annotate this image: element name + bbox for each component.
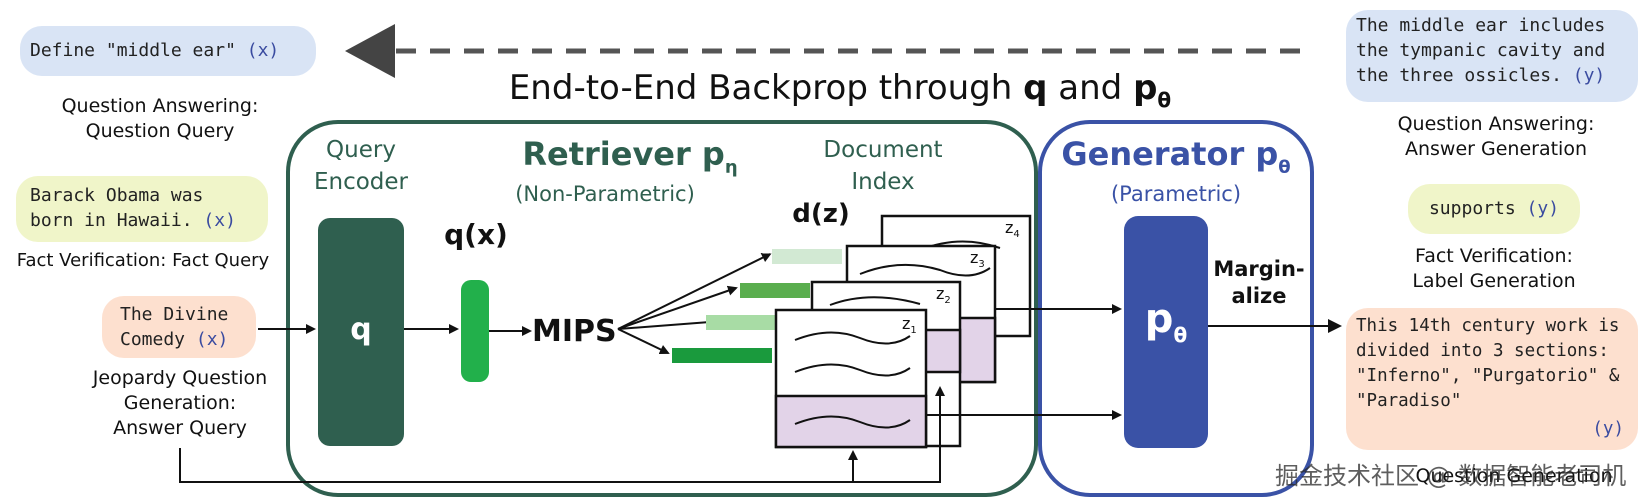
- generator-subtitle: (Parametric): [1110, 182, 1242, 206]
- output-caption-fv: Fact Verification: Label Generation: [1412, 245, 1576, 292]
- doc-label-z3-sub: 3: [978, 259, 985, 271]
- doc-embedding-bar-2: [706, 315, 776, 330]
- mips-arrow-4: [617, 328, 670, 355]
- doc-label-z3-text: z: [970, 248, 979, 267]
- input-text-jeopardy: The Divine Comedy: [120, 304, 229, 350]
- query-encoder-q: q: [350, 312, 372, 347]
- output-var-qgen: (y): [1592, 419, 1624, 439]
- mips-label: MIPS: [532, 314, 617, 349]
- backprop-title-and: and: [1047, 68, 1134, 108]
- input-feedback-line: [179, 386, 945, 483]
- input-caption-fv: Fact Verification: Fact Query: [16, 250, 270, 271]
- generator-title-sub: θ: [1278, 157, 1291, 178]
- marginalize-label: Margin- alize: [1213, 257, 1305, 308]
- document-z1: [774, 308, 928, 449]
- doc-embedding-bar-4: [772, 249, 842, 264]
- output-text-qa: The middle ear includes the tympanic cav…: [1356, 15, 1606, 86]
- query-encoder-block: [318, 218, 404, 446]
- doc-label-z2-text: z: [936, 284, 945, 303]
- input-caption-jeopardy: Jeopardy Question Generation: Answer Que…: [92, 367, 268, 439]
- backprop-title-theta: θ: [1157, 88, 1172, 112]
- output-bubble-qgen: This 14th century work is divided into 3…: [1346, 308, 1638, 450]
- input-text-qa: Define "middle ear": [30, 40, 247, 61]
- generator-block: [1124, 216, 1208, 448]
- input-var-jeopardy: (x): [195, 329, 229, 350]
- backprop-title: End-to-End Backprop through q and pθ: [480, 68, 1200, 112]
- generator-p-text: p: [1144, 296, 1174, 342]
- doc-label-z4-text: z: [1005, 218, 1014, 237]
- output-text-qgen: This 14th century work is divided into 3…: [1356, 316, 1620, 411]
- backprop-title-prefix: End-to-End Backprop through: [508, 68, 1024, 108]
- retriever-title-text: Retriever p: [522, 135, 725, 173]
- backprop-title-p: p: [1133, 68, 1158, 108]
- input-bubble-fv: Barack Obama was born in Hawaii. (x): [16, 176, 268, 242]
- output-var-qa: (y): [1572, 65, 1606, 86]
- watermark: 掘金技术社区 @ 数据智能老司机: [1275, 462, 1627, 490]
- doc-label-z2-sub: 2: [944, 295, 951, 307]
- input-bubble-jeopardy: The Divine Comedy (x): [102, 296, 256, 358]
- dz-label: d(z): [792, 199, 850, 229]
- backprop-title-q: q: [1023, 68, 1048, 108]
- input-caption-qa: Question Answering: Question Query: [61, 95, 259, 142]
- backprop-arrowhead: [345, 24, 395, 78]
- output-bubble-fv: supports (y): [1408, 184, 1580, 234]
- doc-label-z1-text: z: [902, 314, 911, 333]
- input-text-fv: Barack Obama was born in Hawaii.: [30, 185, 204, 231]
- output-var-fv: (y): [1526, 198, 1560, 219]
- doc-embedding-bar-3: [740, 283, 810, 298]
- qx-label: q(x): [444, 218, 508, 251]
- retriever-title-sub: η: [724, 157, 738, 178]
- input-var-qa: (x): [246, 40, 280, 61]
- output-caption-qa: Question Answering: Answer Generation: [1397, 113, 1595, 160]
- doc-label-z4: z4: [1005, 218, 1020, 240]
- query-vector-bar: [461, 280, 489, 382]
- mips-arrow-2: [617, 285, 738, 330]
- doc-label-z1-sub: 1: [910, 325, 917, 337]
- generator-p: pθ: [1124, 296, 1208, 347]
- mips-arrow-1: [617, 253, 772, 330]
- output-caption-qgen: Question Generation: [1415, 465, 1613, 487]
- doc-label-z4-sub: 4: [1013, 229, 1020, 241]
- output-text-fv: supports: [1428, 198, 1527, 219]
- input-var-fv: (x): [203, 210, 236, 231]
- doc-label-z2: z2: [936, 284, 951, 306]
- query-encoder-label: Query Encoder: [313, 137, 409, 195]
- generator-p-sub: θ: [1173, 323, 1188, 347]
- generator-title: Generator pθ: [1048, 135, 1304, 178]
- doc-label-z1: z1: [902, 314, 917, 336]
- retriever-title: Retriever pη: [500, 135, 760, 178]
- document-index-label: Document Index: [823, 137, 943, 195]
- doc-embedding-bar-1: [672, 348, 772, 363]
- doc-label-z3: z3: [970, 248, 985, 270]
- retriever-subtitle: (Non-Parametric): [515, 182, 695, 206]
- input-bubble-qa: Define "middle ear" (x): [20, 26, 316, 76]
- output-bubble-qa: The middle ear includes the tympanic cav…: [1346, 10, 1638, 102]
- generator-title-text: Generator p: [1061, 135, 1279, 173]
